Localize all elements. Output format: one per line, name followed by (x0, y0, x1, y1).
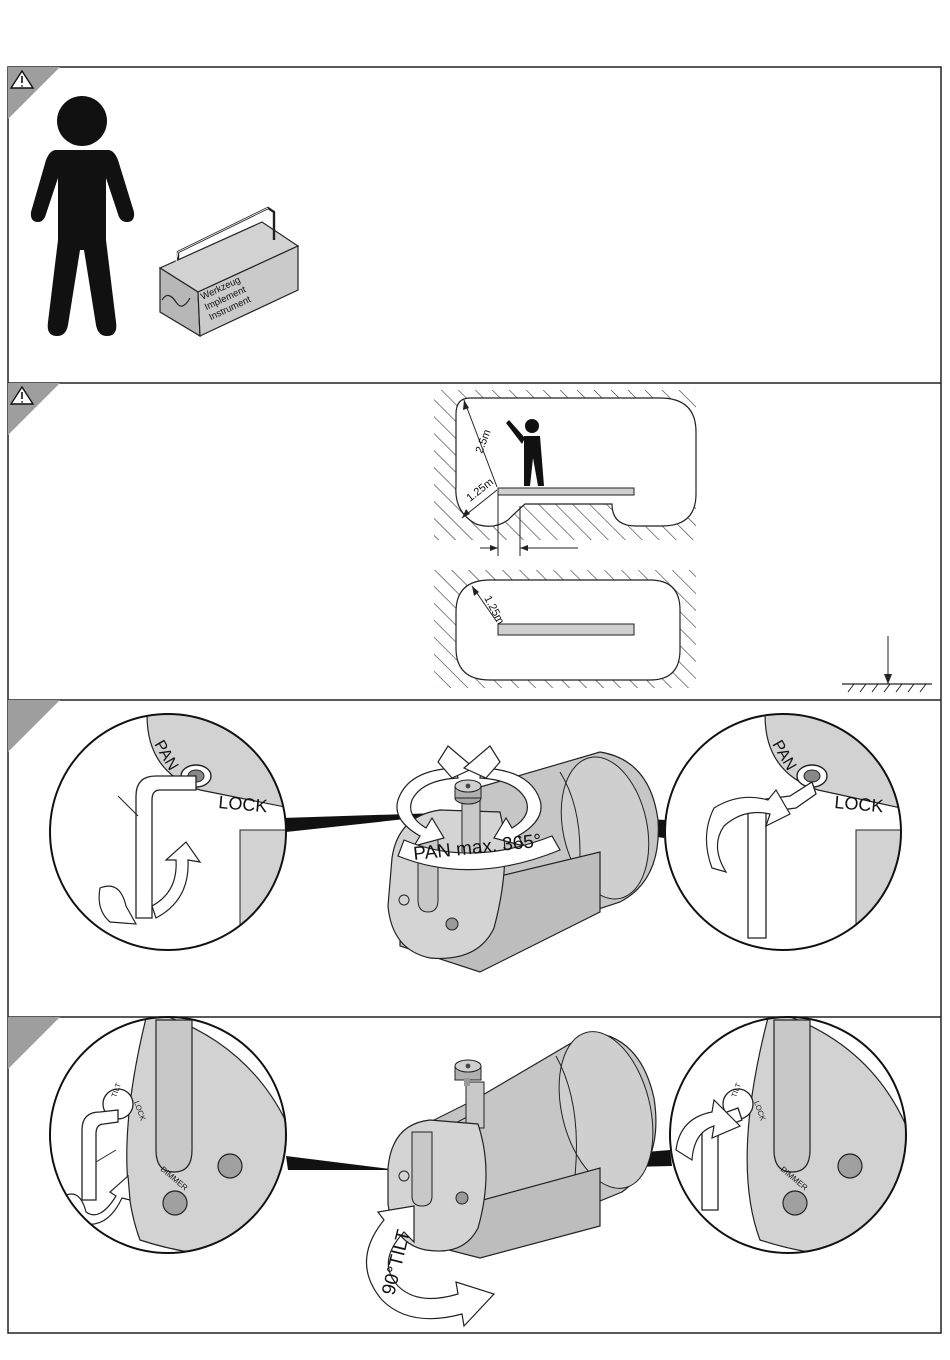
pan-detail-right: PAN LOCK (660, 700, 920, 970)
lock-text-right: LOCK (834, 792, 885, 816)
fixture-tilt-illustration: 90°TILT (366, 1022, 668, 1326)
corner-tab-3 (8, 700, 60, 752)
pan-detail-left: PAN LOCK (40, 700, 300, 970)
side-view-diagram: 2.5m 1.25m (434, 390, 696, 556)
zoom-connector-left-tilt (286, 1156, 398, 1170)
tilt-detail-right: TILT LOCK DIMMER (665, 1010, 925, 1270)
corner-tab-4 (8, 1017, 60, 1069)
top-view-diagram: 1.25m (434, 570, 696, 688)
tilt-detail-left: TILT LOCK DIMMER (40, 1010, 300, 1270)
floor-symbol (842, 636, 932, 692)
corner-tab-1 (8, 67, 60, 119)
lock-text-left: LOCK (218, 792, 269, 816)
fixture-pan-illustration: PAN max. 365° (388, 746, 661, 972)
corner-tab-2 (8, 383, 60, 435)
toolbox-icon: Werkzeug Implement Instrument (160, 208, 298, 336)
person-icon (31, 96, 134, 336)
